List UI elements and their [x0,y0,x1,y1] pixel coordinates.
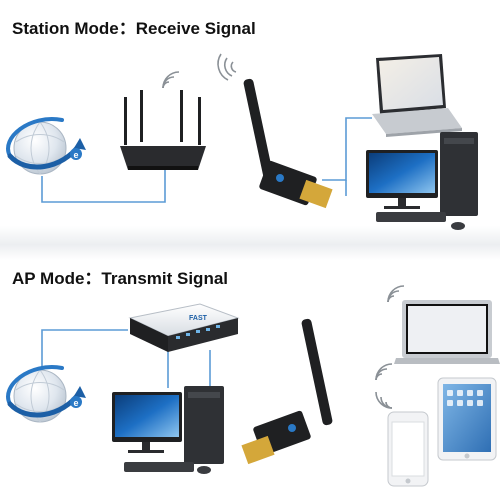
ap-connector-lines [41,329,211,388]
laptop-icon [372,54,462,137]
wifi-router-icon [120,71,206,170]
switch-brand-label: FAST [189,315,208,322]
station-connector-lines [41,117,372,203]
station-mode-title: Station Mode：Receive Signal [12,19,256,38]
internet-globe-icon: e [6,365,86,423]
laptop-icon [387,285,500,364]
smartphone-icon [375,391,429,487]
adapter-wifi-waves [217,53,237,81]
usb-wifi-adapter-icon [217,53,333,209]
desktop-computer-icon [366,132,478,230]
svg-text:e: e [73,398,78,408]
usb-wifi-adapter-icon [241,318,333,465]
laptop-wifi-waves [387,285,405,303]
internet-globe-icon: e [6,117,86,175]
tablet-wifi-waves [375,363,393,381]
section-divider [0,226,500,260]
svg-text:e: e [73,150,78,160]
desktop-computer-icon [112,386,224,474]
router-wifi-waves [162,71,180,89]
network-switch-icon: FAST [128,303,240,352]
tablet-icon [375,363,497,461]
ap-mode-title: AP Mode：Transmit Signal [12,269,229,288]
phone-wifi-waves [375,391,393,409]
